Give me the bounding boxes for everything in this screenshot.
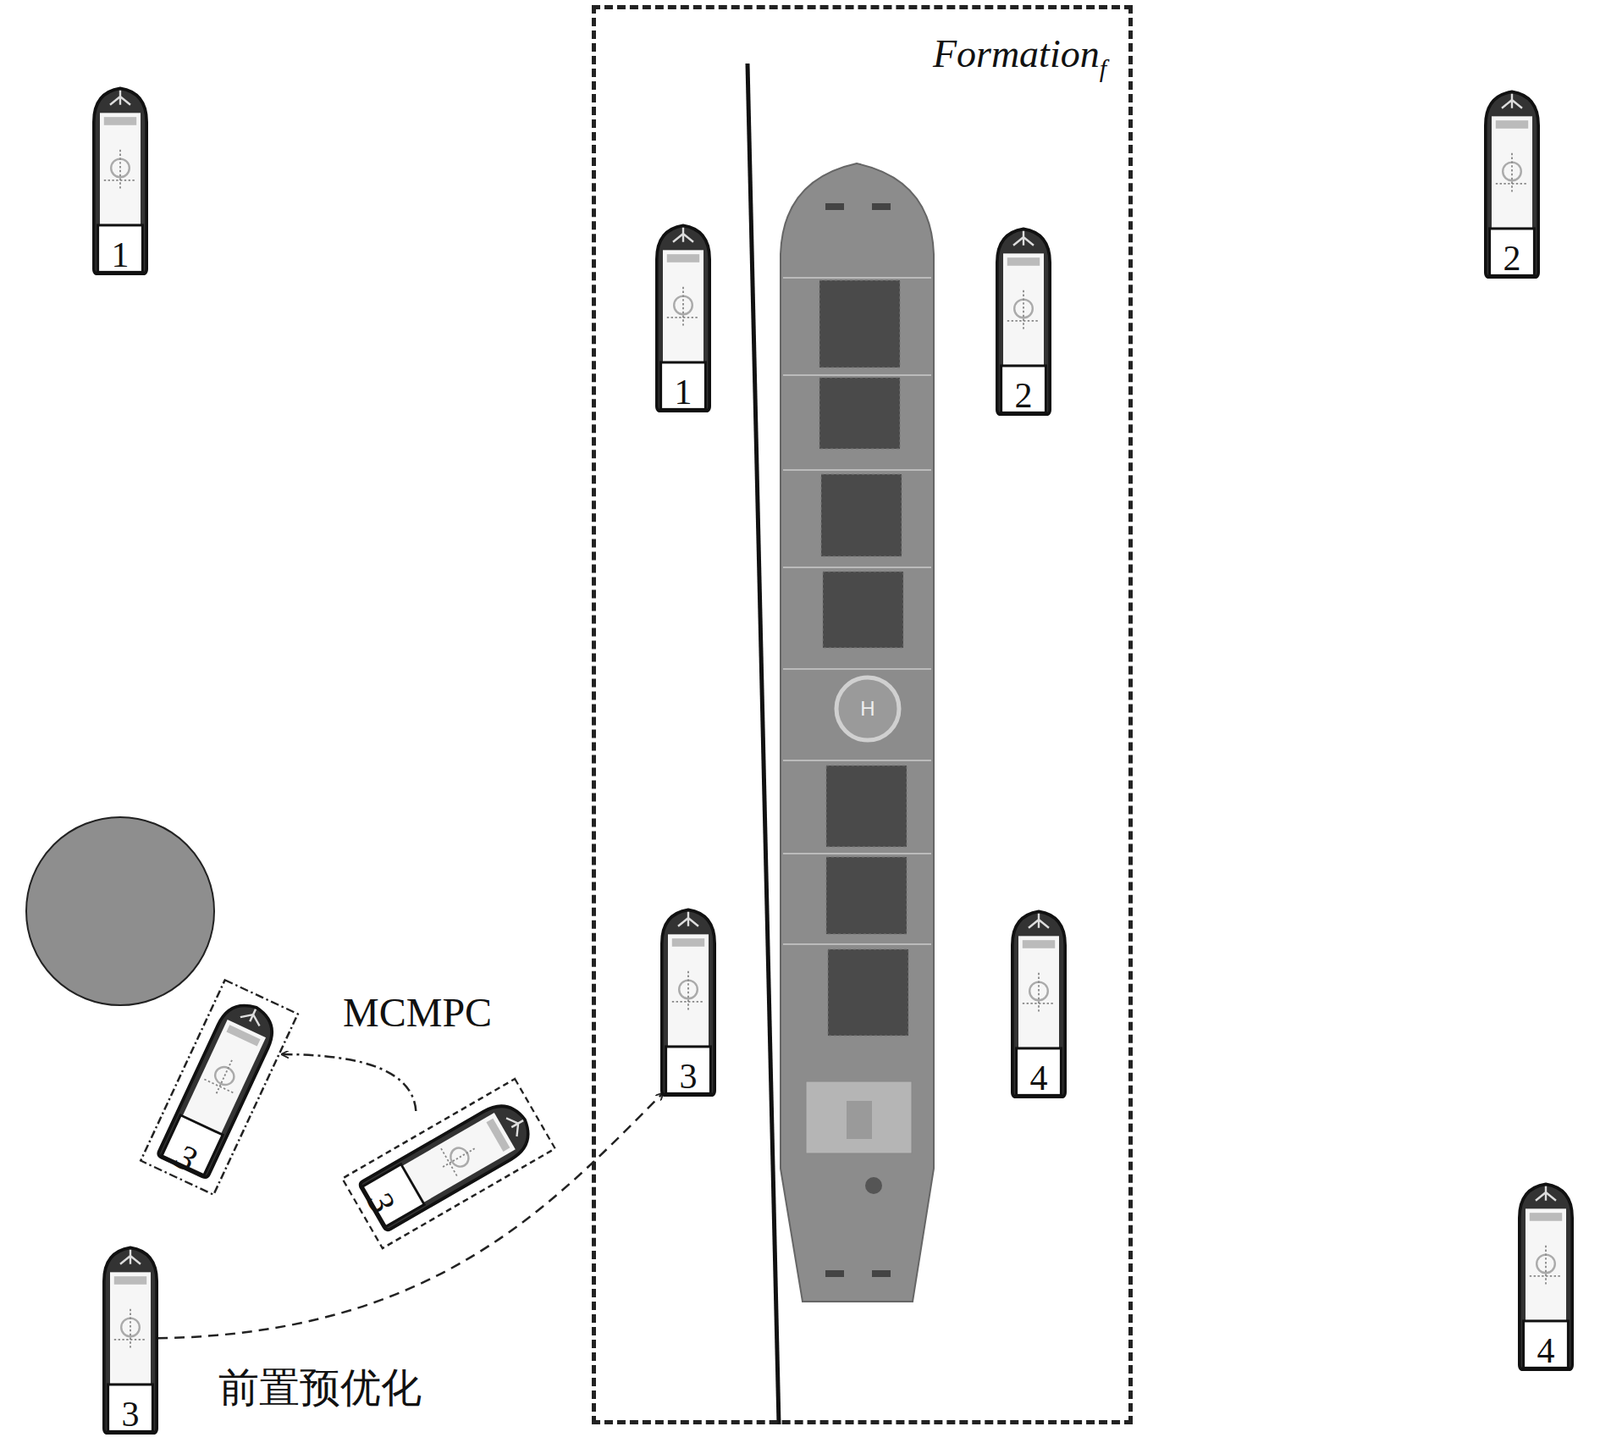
trajectory-arrow bbox=[157, 1092, 663, 1338]
tug-number: 2 bbox=[1503, 240, 1522, 276]
tugboat: 1 bbox=[89, 86, 151, 276]
edge-label: MCMPC bbox=[340, 990, 495, 1036]
tug-number: 1 bbox=[674, 374, 693, 410]
tug-number: 3 bbox=[679, 1058, 698, 1094]
tug-number: 3 bbox=[121, 1395, 140, 1432]
tugboat: 4 bbox=[1008, 909, 1070, 1098]
tugboat: 3 bbox=[99, 1245, 161, 1435]
tug-outline bbox=[339, 1075, 558, 1252]
edge-label: 前置预优化 bbox=[215, 1364, 425, 1410]
tugboat: 1 bbox=[652, 223, 714, 413]
helipad-mark: H bbox=[860, 697, 875, 720]
tugboat: 2 bbox=[993, 226, 1054, 416]
reference-line bbox=[747, 63, 779, 1424]
tug-number: 4 bbox=[1537, 1332, 1556, 1369]
tugboat: 3 bbox=[339, 1075, 558, 1252]
region-title: Formation bbox=[932, 32, 1100, 76]
tugboat: 3 bbox=[657, 907, 719, 1097]
tugboat: 4 bbox=[1515, 1181, 1577, 1371]
obstacle-circle bbox=[26, 816, 215, 1005]
tugboat: 2 bbox=[1481, 89, 1543, 279]
region-subscript: f bbox=[1099, 54, 1107, 83]
tug-outline bbox=[137, 976, 301, 1198]
trajectory-arrow bbox=[281, 1053, 416, 1111]
tug-number: 1 bbox=[111, 237, 130, 273]
tug-number: 2 bbox=[1015, 377, 1033, 414]
tug-number: 4 bbox=[1030, 1059, 1049, 1096]
ship-hull bbox=[780, 163, 934, 1302]
tugboat: 3 bbox=[137, 976, 301, 1198]
